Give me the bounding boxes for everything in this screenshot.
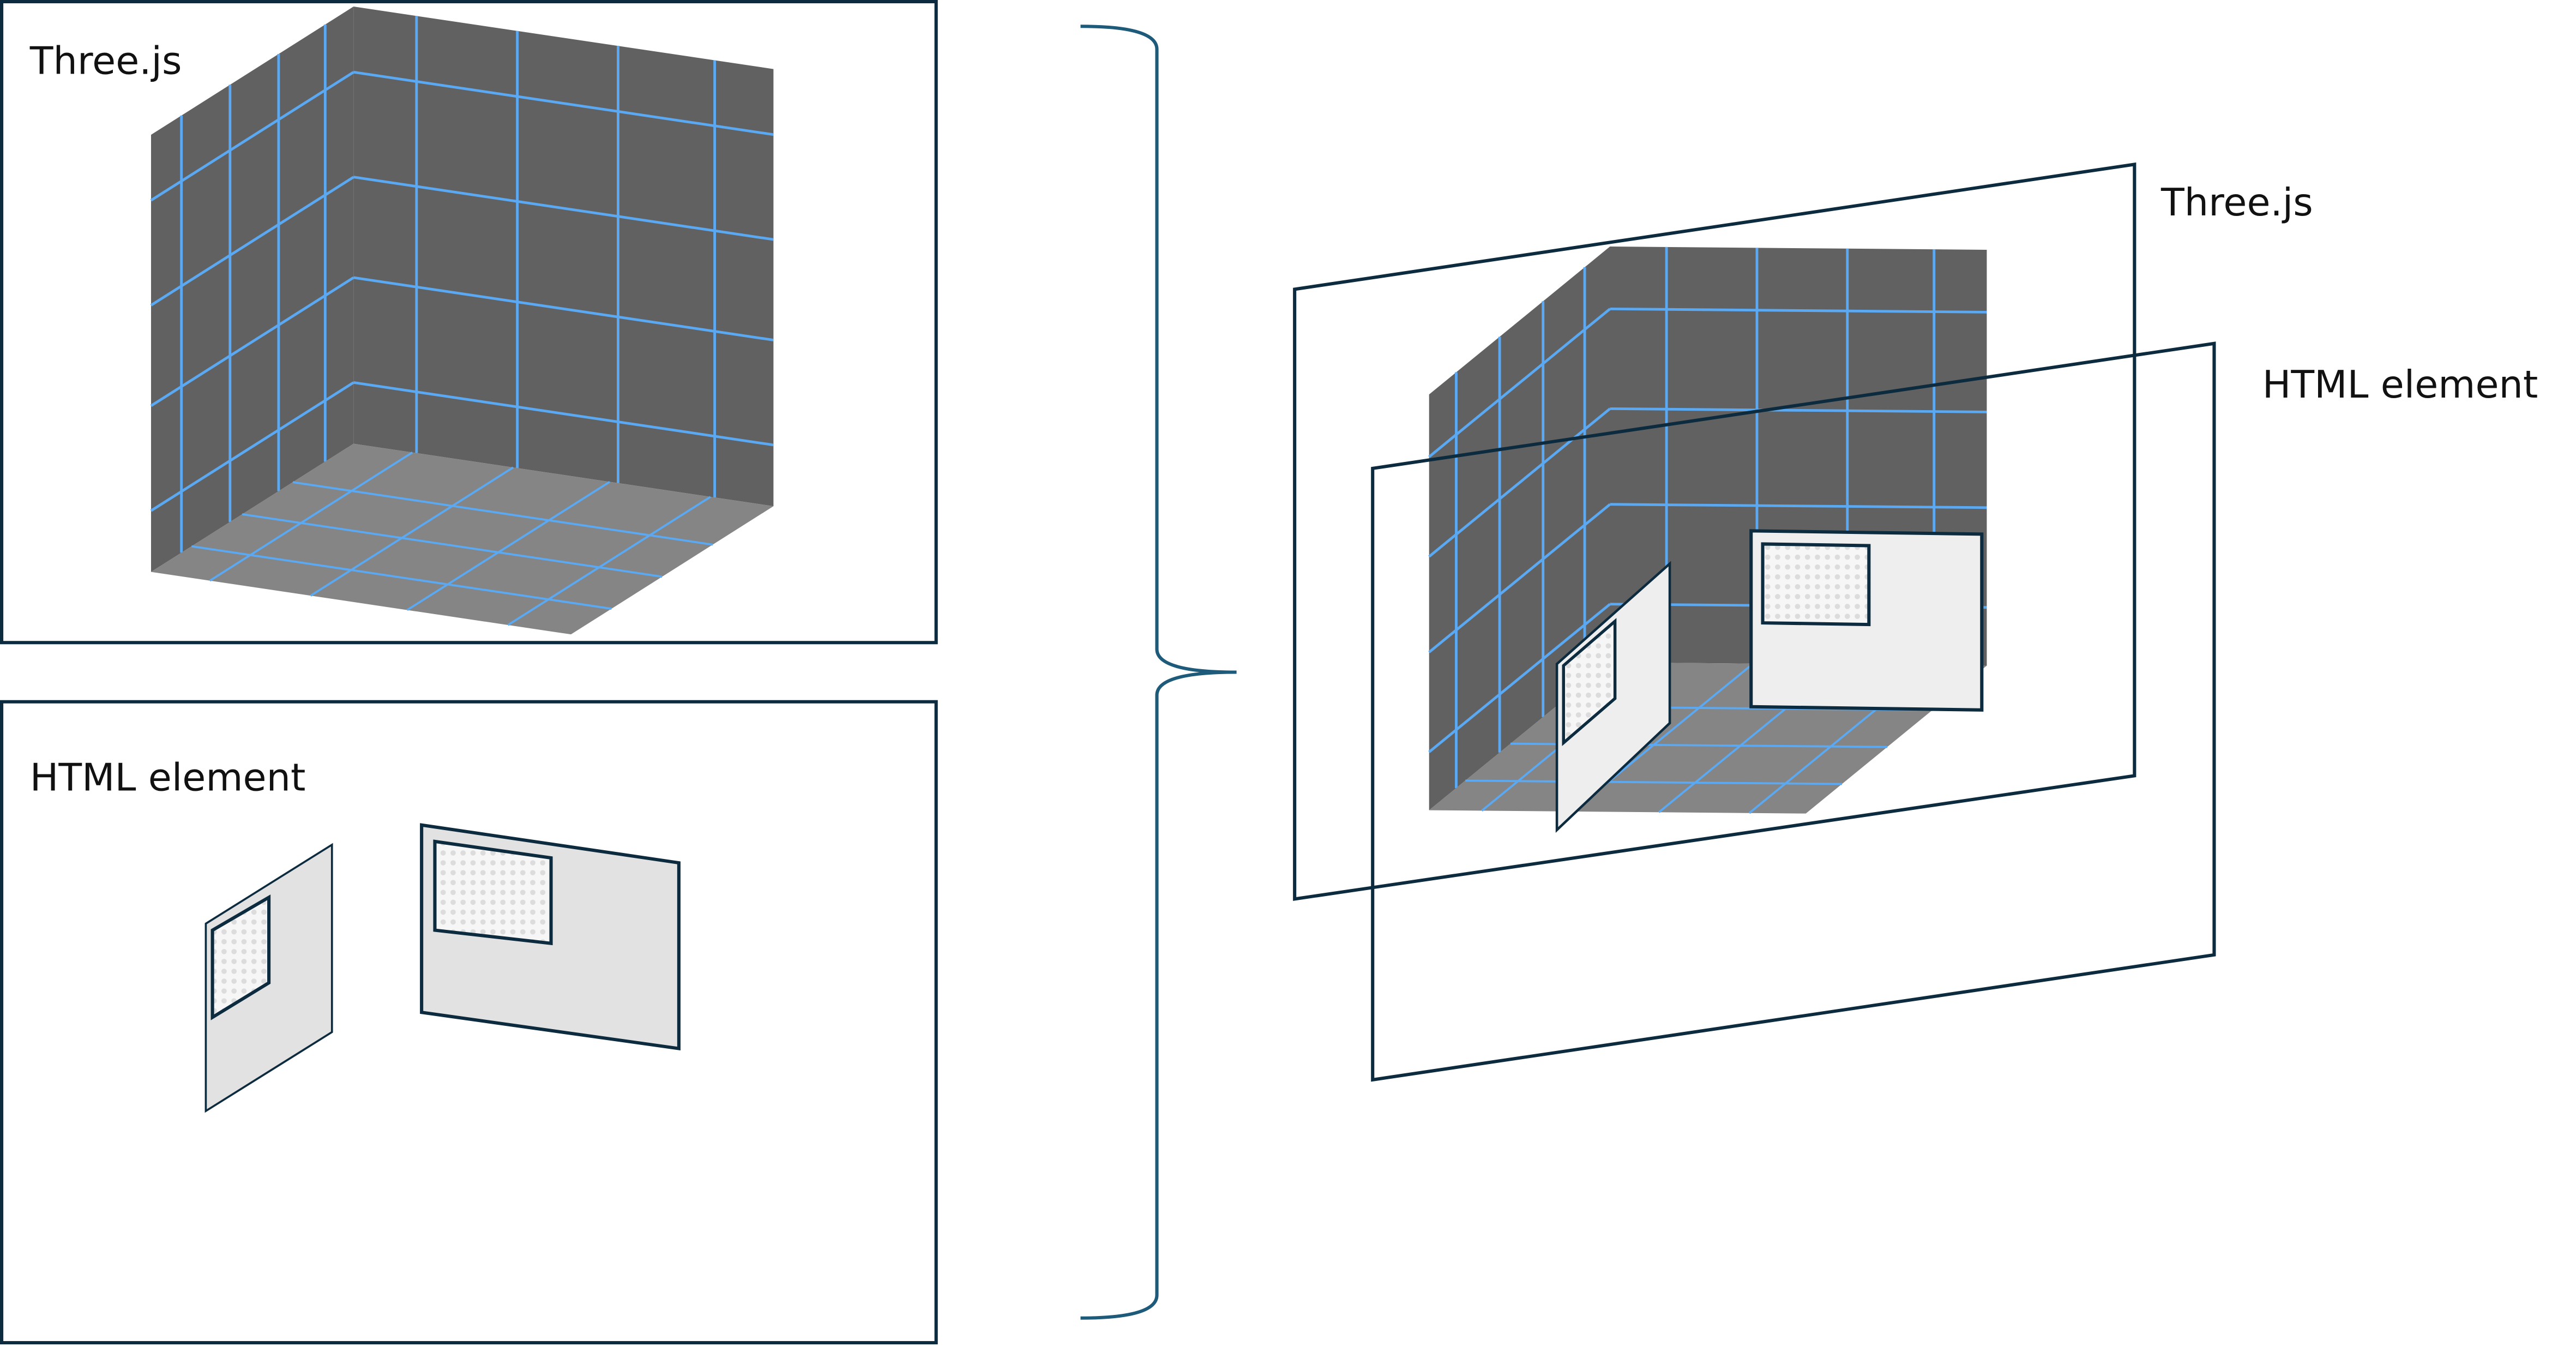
html-panel-frame (0, 700, 938, 1344)
floor-grid-line (310, 466, 514, 597)
back-wall (353, 7, 774, 507)
floor-grid-line (191, 545, 612, 610)
left-wall-grid-line (1428, 407, 1611, 558)
html-layer-label: HTML element (2262, 363, 2538, 407)
composite-room-cube (1428, 247, 1987, 814)
left-wall-grid-line (150, 176, 354, 307)
brace (1080, 25, 1237, 1320)
floor-grid-line (1465, 779, 1843, 785)
left-wall-grid-line (1428, 603, 1611, 753)
composite-html-side-image (1562, 618, 1617, 747)
html-element-panel: HTML element (0, 700, 938, 1344)
back-wall-grid-line (353, 70, 774, 136)
left-wall-grid-line (150, 71, 354, 202)
composite-view: Three.js HTML element (1293, 162, 2538, 1082)
back-wall-grid-line (1610, 503, 1987, 509)
floor-grid-line (292, 481, 713, 546)
html-layer-plane (1371, 341, 2216, 1082)
back-wall-grid-line (1610, 407, 1987, 413)
floor-grid-line (242, 513, 663, 578)
threejs-panel: Three.js (0, 0, 938, 645)
threejs-layer-label: Three.js (2160, 181, 2313, 225)
back-wall-grid-line (1610, 307, 1987, 314)
composite-html-front-image (1761, 542, 1871, 627)
html-element-side-image (210, 894, 271, 1020)
back-wall-grid-line (353, 381, 774, 447)
floor-grid-line (406, 480, 611, 611)
left-wall-grid-line (150, 276, 354, 407)
threejs-panel-label: Three.js (29, 39, 182, 83)
back-wall-grid-line (353, 276, 774, 341)
html-panel-label: HTML element (30, 756, 306, 800)
threejs-layer-plane (1293, 162, 2136, 901)
floor-grid-line (507, 496, 711, 626)
left-wall-grid-line (150, 381, 354, 512)
floor-grid-line (209, 452, 413, 582)
back-wall-grid-line (353, 176, 774, 241)
floor (151, 443, 774, 635)
html-element-front-image (433, 839, 553, 946)
threejs-room-cube (150, 7, 774, 635)
left-wall (151, 7, 354, 572)
left-wall-grid-line (1428, 503, 1611, 653)
left-wall-grid-line (1428, 308, 1611, 458)
